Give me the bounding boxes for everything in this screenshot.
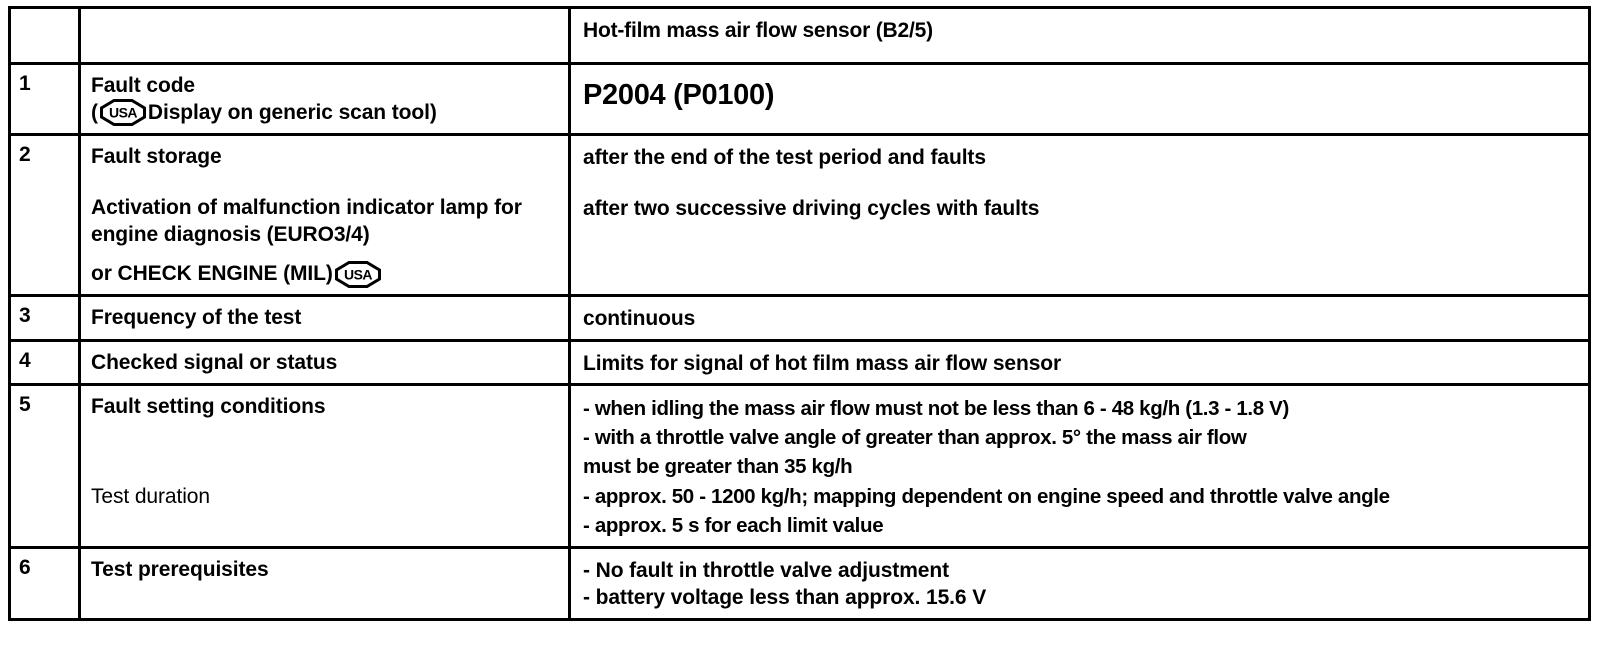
- row-number: 3: [19, 303, 31, 327]
- usa-icon: USA: [334, 260, 381, 288]
- prerequisite-1: - No fault in throttle valve adjustment: [583, 558, 949, 582]
- row-label-cell: Fault code ( USA Display on generic scan…: [78, 62, 571, 136]
- test-duration-label: Test duration: [91, 484, 210, 508]
- component-title: Hot-film mass air flow sensor (B2/5): [583, 19, 933, 42]
- fault-condition-2-cont: must be greater than 35 kg/h: [583, 455, 853, 479]
- checked-signal-label: Checked signal or status: [91, 350, 338, 374]
- header-label-blank: [81, 9, 568, 62]
- fault-code-value: P2004 (P0100): [583, 79, 775, 111]
- header-number-blank: [11, 9, 78, 62]
- check-engine-mil-note: or CHECK ENGINE (MIL) USA: [91, 260, 558, 288]
- header-cell-number: [8, 6, 81, 65]
- row-number: 6: [19, 555, 31, 579]
- test-duration-value: - approx. 5 s for each limit value: [583, 513, 884, 537]
- header-cell-component: Hot-film mass air flow sensor (B2/5): [568, 6, 1591, 65]
- row-4-label: Checked signal or status: [81, 342, 568, 382]
- row-label-cell: Fault storage Activation of malfunction …: [78, 132, 571, 297]
- row-number-cell: 3: [8, 293, 81, 342]
- prerequisite-2: - battery voltage less than approx. 15.6…: [583, 586, 987, 610]
- row-6-label: Test prerequisites: [81, 549, 568, 607]
- row-number-cell: 4: [8, 338, 81, 387]
- fault-storage-label: Fault storage: [91, 144, 222, 168]
- frequency-label: Frequency of the test: [91, 305, 302, 329]
- row-number: 2: [19, 142, 31, 166]
- usa-icon: USA: [99, 99, 146, 127]
- paren-open: (: [91, 101, 98, 125]
- row-2-value-spacer: [583, 223, 1578, 285]
- fault-condition-3: - approx. 50 - 1200 kg/h; mapping depend…: [583, 484, 1390, 508]
- svg-text:USA: USA: [344, 266, 372, 282]
- row-number-cell: 5: [8, 383, 81, 549]
- row-6-value: - No fault in throttle valve adjustment …: [571, 549, 1588, 618]
- row-2-label: Fault storage Activation of malfunction …: [81, 136, 568, 294]
- row-number-cell: 6: [8, 545, 81, 622]
- row-1-label: Fault code ( USA Display on generic scan…: [81, 65, 568, 133]
- row-value-cell: after the end of the test period and fau…: [568, 132, 1591, 297]
- row-6-label-spacer: [91, 583, 558, 601]
- fault-condition-2: - with a throttle valve angle of greater…: [583, 426, 1247, 450]
- row-3-label: Frequency of the test: [81, 297, 568, 337]
- table-row: 1 Fault code ( USA: [8, 62, 1591, 136]
- row-value-cell: Limits for signal of hot film mass air f…: [568, 338, 1591, 387]
- row-number-cell: 2: [8, 132, 81, 297]
- row-label-cell: Checked signal or status: [78, 338, 571, 387]
- checked-signal-value: Limits for signal of hot film mass air f…: [583, 351, 1062, 375]
- row-label-cell: Test prerequisites: [78, 545, 571, 622]
- table-row: 3 Frequency of the test continuous: [8, 293, 1591, 342]
- row-3-value: continuous: [571, 297, 1588, 339]
- row-number: 1: [19, 72, 31, 95]
- mil-activation-value: after two successive driving cycles with…: [583, 197, 1040, 221]
- row-4-value: Limits for signal of hot film mass air f…: [571, 342, 1588, 384]
- row-value-cell: continuous: [568, 293, 1591, 342]
- frequency-value: continuous: [583, 306, 696, 330]
- mil-activation-line-1: Activation of malfunction indicator lamp…: [91, 195, 522, 219]
- table-row: 5 Fault setting conditions Test duration…: [8, 383, 1591, 549]
- row-value-cell: P2004 (P0100): [568, 62, 1591, 136]
- fault-storage-value: after the end of the test period and fau…: [583, 145, 986, 169]
- svg-text:USA: USA: [109, 105, 137, 121]
- row-2-value: after the end of the test period and fau…: [571, 136, 1588, 291]
- generic-scan-tool-note: ( USA Display on generic scan tool): [91, 99, 558, 127]
- row-label-cell: Fault setting conditions Test duration: [78, 383, 571, 549]
- mil-activation-line-2: engine diagnosis (EURO3/4): [91, 223, 370, 247]
- table-row: 6 Test prerequisites - No fault in throt…: [8, 545, 1591, 622]
- row-5-label-spacer: [91, 421, 558, 483]
- fault-setting-conditions-label: Fault setting conditions: [91, 395, 326, 419]
- row-number: 4: [19, 348, 31, 372]
- row-5-value: - when idling the mass air flow must not…: [571, 386, 1588, 546]
- row-value-cell: - when idling the mass air flow must not…: [568, 383, 1591, 549]
- fault-code-label: Fault code: [91, 74, 196, 97]
- row-label-cell: Frequency of the test: [78, 293, 571, 342]
- scan-tool-text: Display on generic scan tool): [147, 101, 437, 125]
- check-engine-text: or CHECK ENGINE (MIL): [91, 262, 333, 286]
- header-cell-label: [78, 6, 571, 65]
- row-5-label: Fault setting conditions Test duration: [81, 386, 568, 516]
- test-prerequisites-label: Test prerequisites: [91, 557, 269, 581]
- row-value-cell: - No fault in throttle valve adjustment …: [568, 545, 1591, 622]
- fault-code-table: Hot-film mass air flow sensor (B2/5) 1 F…: [8, 6, 1591, 622]
- fault-condition-1: - when idling the mass air flow must not…: [583, 397, 1289, 421]
- row-number-cell: 1: [8, 62, 81, 136]
- table-header-row: Hot-film mass air flow sensor (B2/5): [8, 6, 1591, 65]
- row-number: 5: [19, 393, 31, 417]
- table-row: 4 Checked signal or status Limits for si…: [8, 338, 1591, 387]
- table-row: 2 Fault storage Activation of malfunctio…: [8, 132, 1591, 297]
